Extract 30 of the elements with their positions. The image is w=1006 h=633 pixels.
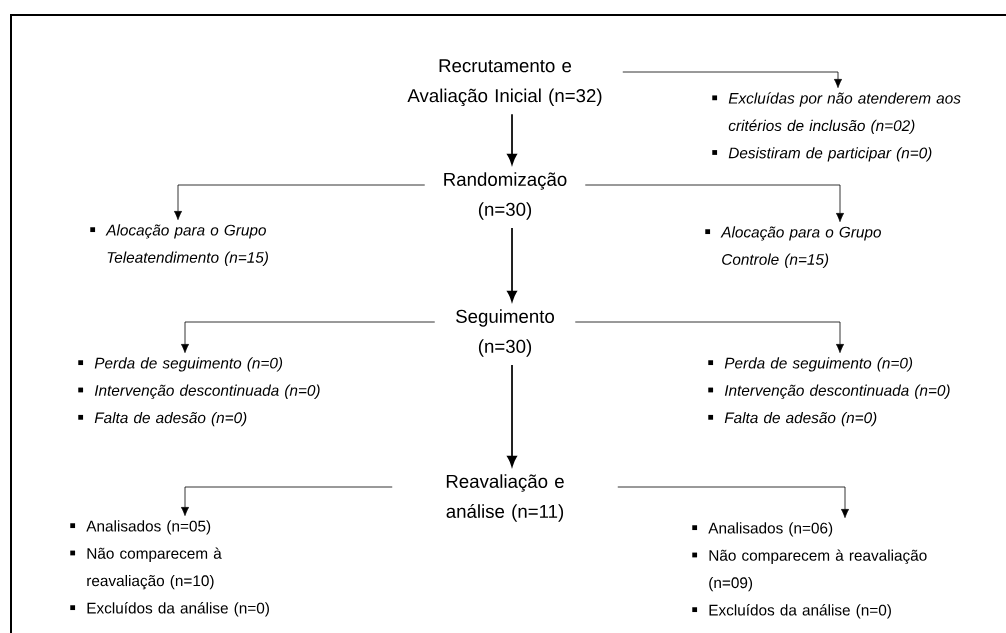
bullet-item: Alocação para o Grupo Controle (n=15)	[705, 226, 881, 268]
arrow	[584, 184, 844, 222]
bullet-item: Perda de seguimento (n=0)	[78, 357, 283, 372]
bullet-item: Excluídas por não atenderem aos critérios de inclusão (n=02)	[712, 92, 961, 135]
bullet-item: Não comparecem à reavaliação (n=09)	[692, 549, 927, 592]
arrow	[174, 184, 426, 220]
bullet-item: Desistiram de participar (n=0)	[712, 147, 932, 162]
bullet-item: Intervenção descontinuada (n=0)	[708, 384, 950, 399]
bullet-item: Falta de adesão (n=0)	[708, 411, 877, 427]
arrow	[507, 227, 517, 302]
bullet-item: Alocação para o Grupo Teleatendimento (n=15)	[90, 224, 268, 266]
stage-label: Seguimento (n=30)	[456, 309, 554, 357]
bullet-item: Perda de seguimento (n=0)	[708, 357, 913, 372]
bullet-item: Excluídos da análise (n=0)	[692, 604, 891, 619]
arrow	[507, 113, 517, 165]
bullet-item: Excluídos da análise (n=0)	[70, 602, 269, 617]
bullet-item: Falta de adesão (n=0)	[78, 411, 247, 427]
stage-label: Randomização (n=30)	[444, 172, 567, 220]
arrow	[617, 486, 849, 518]
stage-label: Reavaliação e análise (n=11)	[446, 474, 564, 522]
arrow	[181, 486, 393, 516]
bullet-item: Não comparecem à reavaliação (n=10)	[70, 547, 222, 590]
bullet-item: Analisados (n=06)	[692, 522, 833, 537]
arrow	[507, 364, 517, 467]
stage-label: Recrutamento e Avaliação Inicial (n=32)	[407, 59, 602, 107]
arrow	[181, 321, 436, 353]
arrow	[622, 71, 842, 88]
bullet-item: Analisados (n=05)	[70, 520, 211, 535]
arrow	[574, 321, 844, 353]
bullet-item: Intervenção descontinuada (n=0)	[78, 384, 320, 399]
